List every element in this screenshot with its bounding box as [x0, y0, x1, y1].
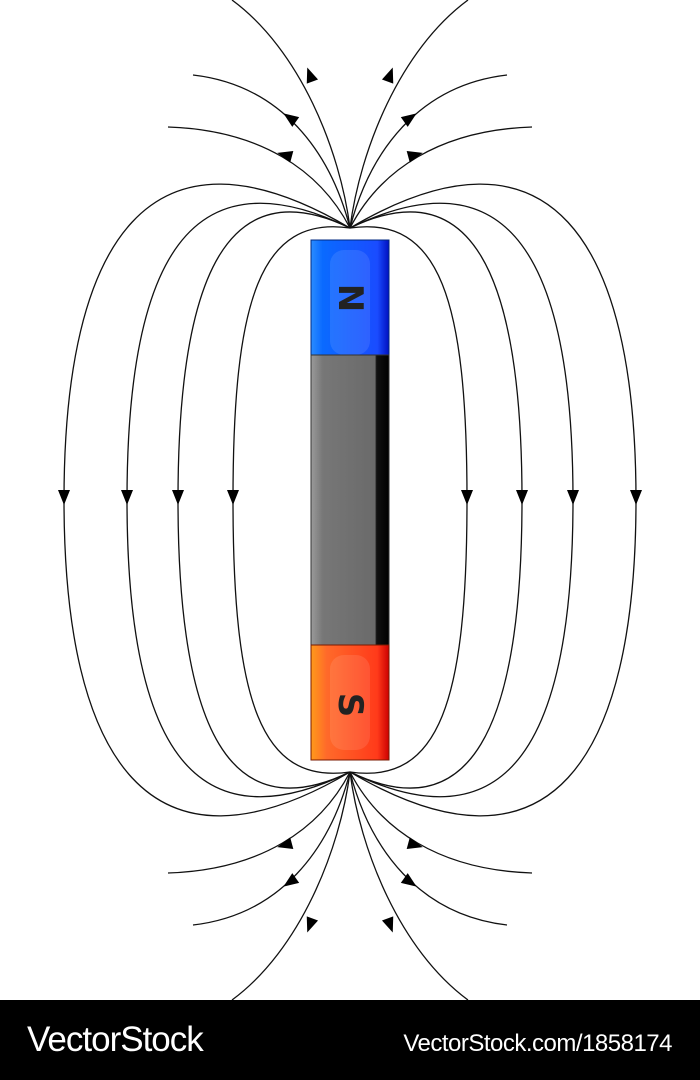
arrow-icon: [58, 490, 70, 505]
image-reference: VectorStock.com/1858174: [403, 1030, 672, 1057]
field-line-open-bottom: [192, 771, 351, 926]
arrow-icon: [406, 837, 423, 849]
field-line-open-top: [349, 126, 533, 229]
arrow-icon: [516, 490, 528, 505]
arrow-icon: [306, 916, 319, 933]
arrow-icon: [121, 490, 133, 505]
arrow-icon: [400, 873, 417, 887]
arrow-icon: [381, 916, 394, 933]
watermark-footer: VectorStock VectorStock.com/1858174: [0, 1000, 700, 1080]
magnet-body: [310, 354, 390, 646]
field-line-open-top: [167, 126, 351, 229]
field-line-open-top: [192, 74, 351, 229]
arrow-icon: [306, 67, 319, 84]
arrow-icon: [630, 490, 642, 505]
field-line-open-bottom: [231, 771, 351, 1000]
arrow-icon: [381, 67, 394, 84]
arrow-icon: [172, 490, 184, 505]
field-line-open-bottom: [167, 771, 351, 874]
field-line-open-bottom: [349, 771, 508, 926]
arrow-icon: [567, 490, 579, 505]
field-arrows: [58, 67, 642, 933]
south-label: S: [330, 693, 370, 718]
field-line-open-top: [349, 74, 508, 229]
arrow-icon: [400, 113, 417, 127]
field-line-open-bottom: [349, 771, 469, 1000]
arrow-icon: [461, 490, 473, 505]
bar-magnet: N S: [310, 239, 390, 761]
north-label: N: [330, 284, 370, 312]
field-line-open-top: [231, 0, 351, 229]
bar-magnet-field-diagram: N S: [58, 0, 642, 1000]
arrow-icon: [227, 490, 239, 505]
arrow-icon: [277, 837, 294, 849]
field-line-open-top: [349, 0, 469, 229]
field-line-open-bottom: [349, 771, 533, 874]
arrow-icon: [283, 873, 300, 887]
arrow-icon: [277, 151, 294, 163]
south-pole: [310, 644, 390, 761]
arrow-icon: [406, 151, 423, 163]
brand-logo: VectorStock: [27, 1020, 204, 1059]
arrow-icon: [283, 113, 300, 127]
